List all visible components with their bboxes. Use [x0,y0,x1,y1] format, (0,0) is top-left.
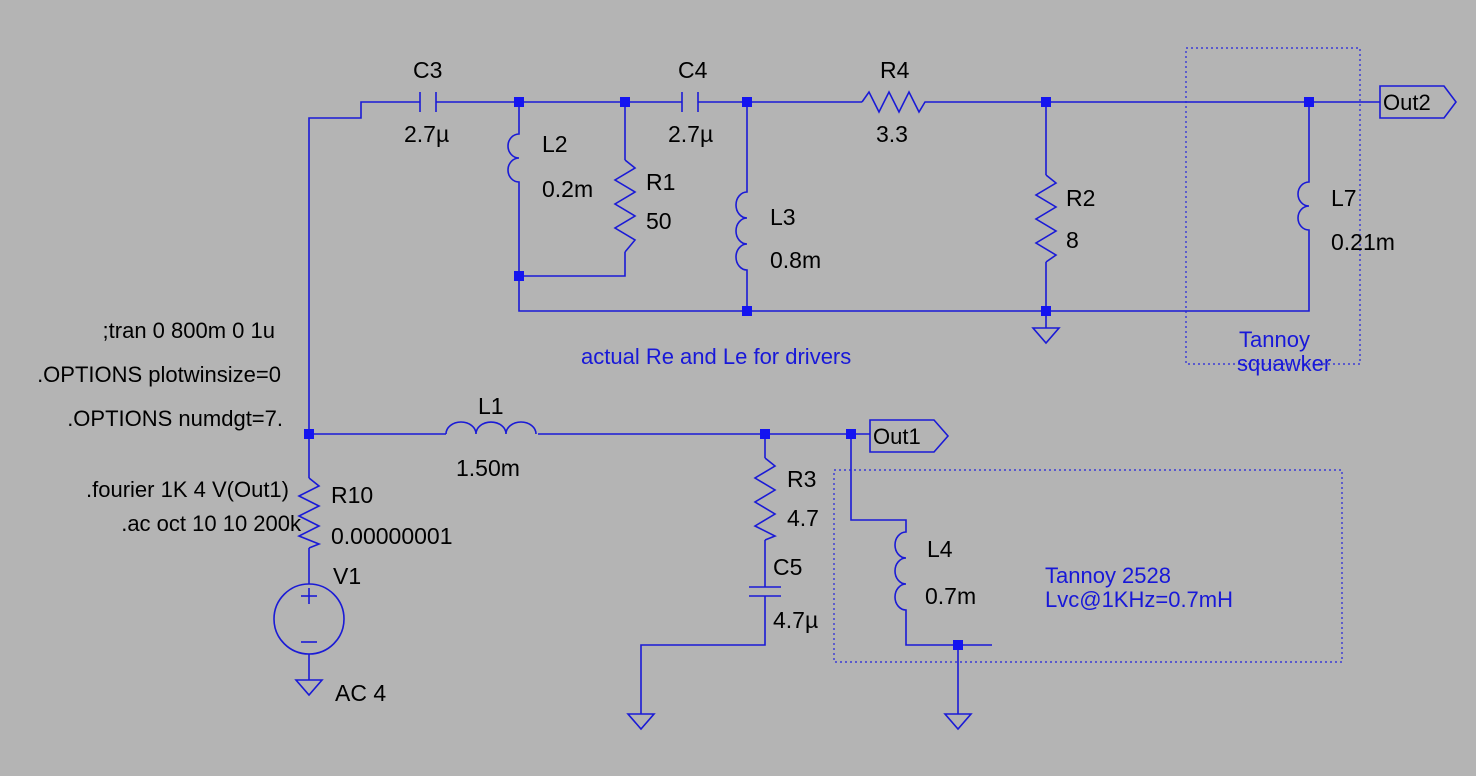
directive-ac: .ac oct 10 10 200k [121,511,302,536]
junction-dot [742,306,752,316]
c5-value: 4.7µ [773,607,818,633]
r4-value: 3.3 [876,121,908,147]
squawker-note-line1: Tannoy [1239,327,1310,352]
inductor-l7-symbol [1297,160,1310,258]
resistor-r2-symbol [1034,174,1058,263]
inductor-l2-symbol [507,126,520,205]
junctions [304,97,1314,650]
l2-value: 0.2m [542,176,593,202]
l2-name: L2 [542,131,568,157]
capacitor-c3-symbol [419,92,437,112]
l3-value: 0.8m [770,247,821,273]
squawker-note-line2: squawker [1237,351,1331,376]
l7-name: L7 [1331,185,1357,211]
directive-plotwinsize: .OPTIONS plotwinsize=0 [37,362,281,387]
c3-name: C3 [413,57,442,83]
woofer-note-line2: Lvc@1KHz=0.7mH [1045,587,1233,612]
inductor-l1-symbol [445,421,537,435]
junction-dot [846,429,856,439]
junction-dot [304,429,314,439]
woofer-note-line1: Tannoy 2528 [1045,563,1171,588]
directive-numdgt: .OPTIONS numdgt=7. [67,406,283,431]
c4-value: 2.7µ [668,121,713,147]
v1-value: AC 4 [335,680,386,706]
l1-value: 1.50m [456,455,520,481]
port-out2-flag [1379,85,1457,119]
r3-name: R3 [787,466,816,492]
port-out1-label: Out1 [873,424,921,449]
drivers-note: actual Re and Le for drivers [581,344,851,369]
junction-dot [742,97,752,107]
resistor-r3-symbol [753,457,777,541]
resistor-r4-symbol [861,90,932,114]
ground-icon [626,713,656,731]
resistor-r10-symbol [297,477,322,549]
r1-name: R1 [646,169,675,195]
junction-dot [514,97,524,107]
junction-dot [1304,97,1314,107]
c4-name: C4 [678,57,708,83]
r2-name: R2 [1066,185,1095,211]
ground-icon [1031,327,1061,345]
c5-name: C5 [773,554,802,580]
v1-name: V1 [333,563,361,589]
l3-name: L3 [770,204,796,230]
wires [308,101,1380,714]
ground-icon [943,713,973,731]
ground-icon [294,679,324,697]
r3-value: 4.7 [787,505,819,531]
l7-value: 0.21m [1331,229,1395,255]
r4-name: R4 [880,57,910,83]
squawker-box [1185,47,1361,365]
voltage-source-v1-symbol [273,583,345,655]
junction-dot [620,97,630,107]
directive-fourier: .fourier 1K 4 V(Out1) [86,477,289,502]
junction-dot [514,271,524,281]
directive-tran: ;tran 0 800m 0 1u [103,318,275,343]
inductor-l4-symbol [894,522,907,612]
junction-dot [1041,306,1051,316]
junction-dot [953,640,963,650]
l4-value: 0.7m [925,583,976,609]
junction-dot [760,429,770,439]
c3-value: 2.7µ [404,121,449,147]
port-out2-label: Out2 [1383,90,1431,115]
l4-name: L4 [927,536,953,562]
capacitor-c4-symbol [681,92,699,112]
capacitor-c5-symbol [749,586,781,597]
resistor-r1-symbol [613,159,637,253]
inductor-l3-symbol [735,180,748,283]
r10-name: R10 [331,482,373,508]
l1-name: L1 [478,393,504,419]
port-out1-flag [869,419,950,453]
r2-value: 8 [1066,227,1079,253]
r1-value: 50 [646,208,672,234]
r10-value: 0.00000001 [331,523,453,549]
junction-dot [1041,97,1051,107]
